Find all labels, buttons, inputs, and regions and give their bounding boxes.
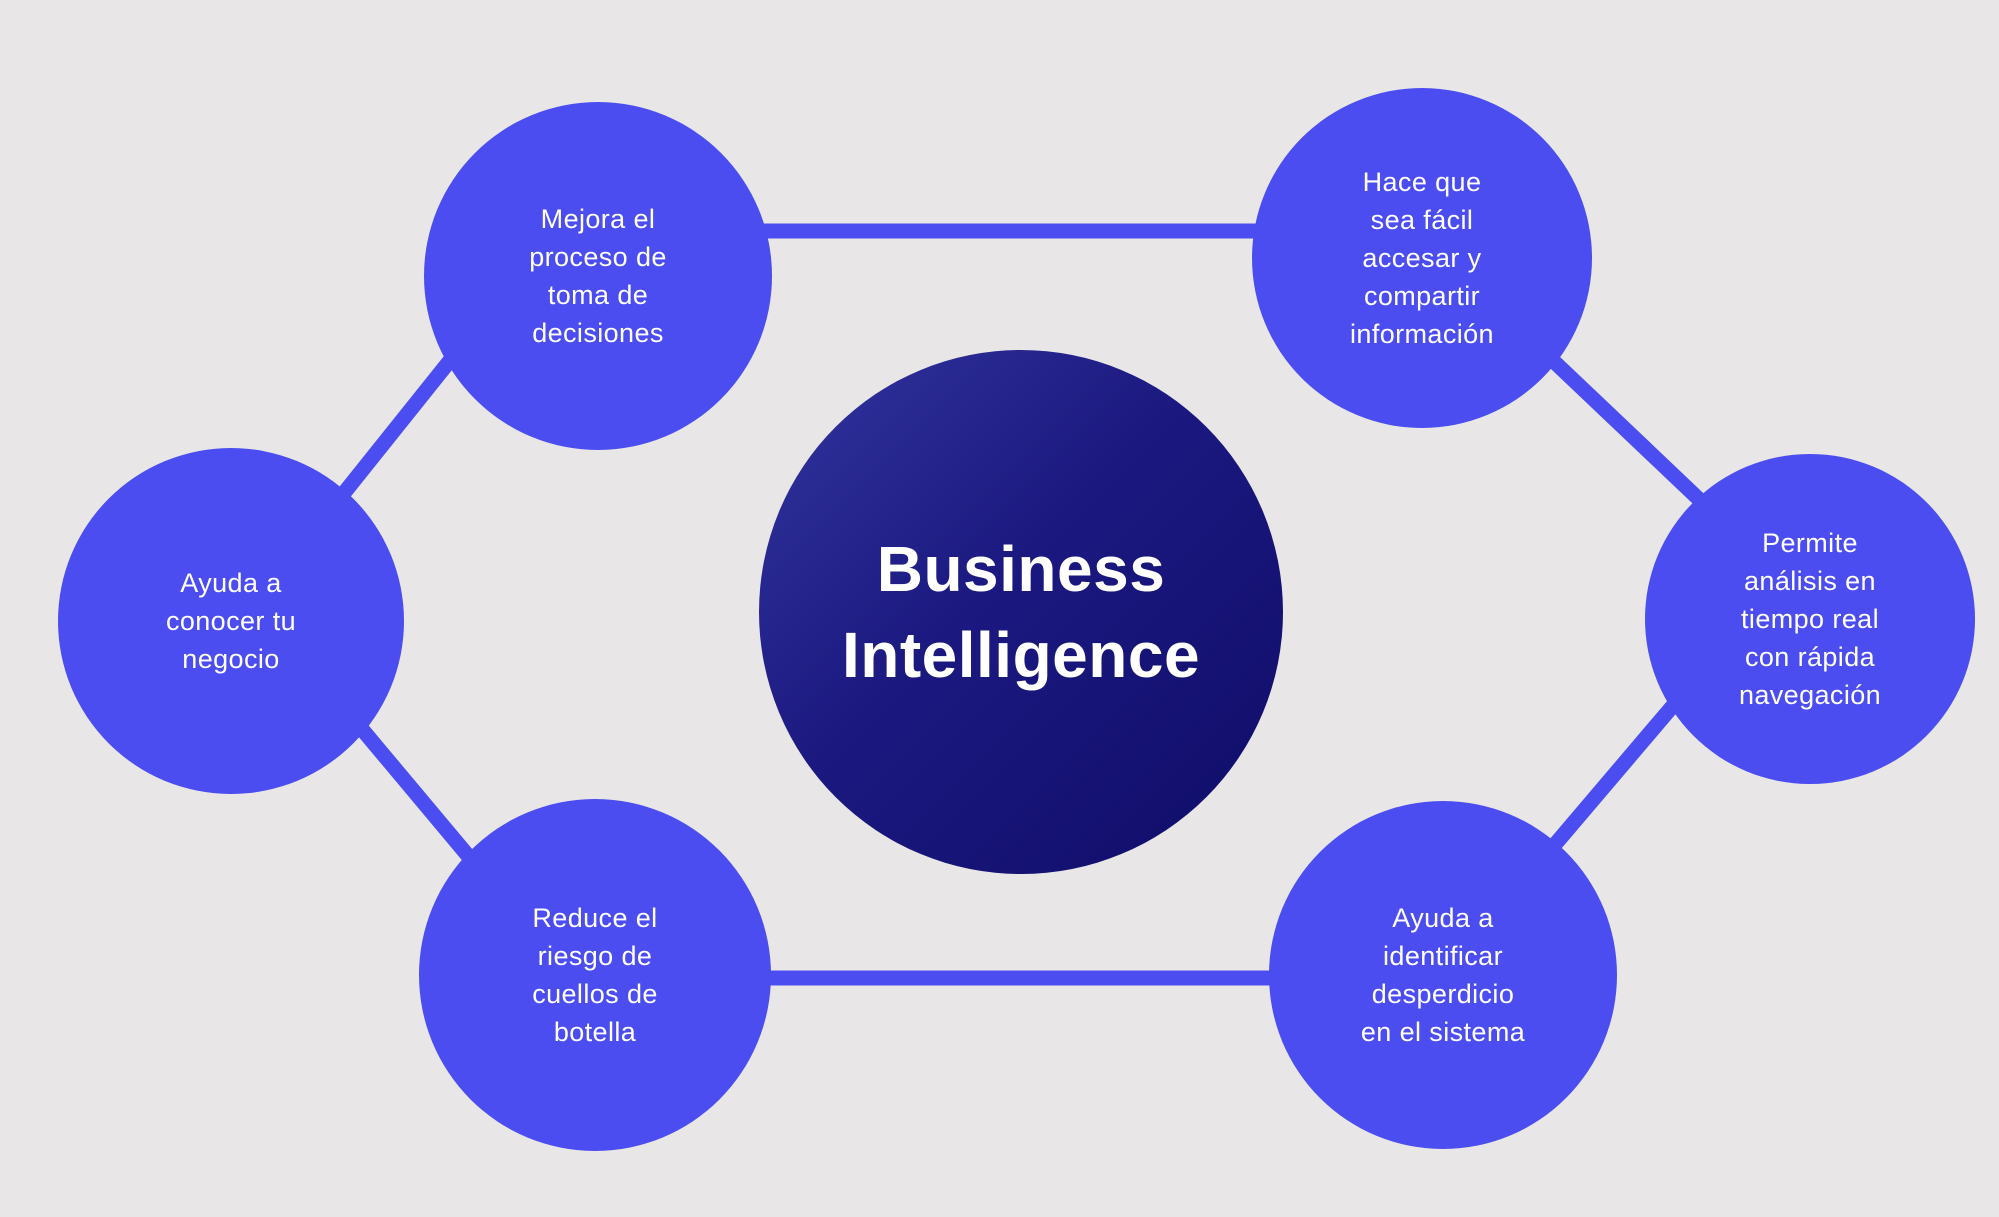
node-label: Mejora el proceso de toma de decisiones xyxy=(529,204,667,348)
node-label: Permite análisis en tiempo real con rápi… xyxy=(1738,528,1882,710)
node-analisis-tiempo-real: Permite análisis en tiempo real con rápi… xyxy=(1645,454,1975,784)
node-facil-compartir-informacion: Hace que sea fácil accesar y compartir i… xyxy=(1252,88,1592,428)
node-label: Ayuda a identificar desperdicio en el si… xyxy=(1360,903,1526,1047)
center-title: Business Intelligence xyxy=(841,533,1201,691)
node-label: Reduce el riesgo de cuellos de botella xyxy=(532,903,658,1047)
node-reduce-cuellos-botella: Reduce el riesgo de cuellos de botella xyxy=(419,799,771,1151)
node-label: Ayuda a conocer tu negocio xyxy=(165,568,297,674)
node-conocer-negocio: Ayuda a conocer tu negocio xyxy=(58,448,404,794)
node-identificar-desperdicio: Ayuda a identificar desperdicio en el si… xyxy=(1269,801,1617,1149)
node-label: Hace que sea fácil accesar y compartir i… xyxy=(1350,167,1494,349)
node-business-intelligence-center: Business Intelligence xyxy=(759,350,1283,874)
node-mejora-proceso-decisiones: Mejora el proceso de toma de decisiones xyxy=(424,102,772,450)
